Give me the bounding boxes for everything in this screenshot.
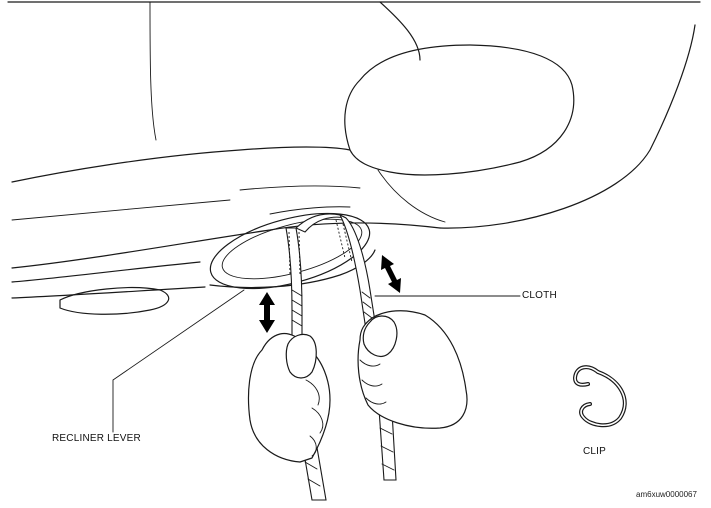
cloth-label: CLOTH	[522, 290, 557, 301]
figure-reference: am6xuw0000067	[636, 490, 697, 499]
seat-body	[7, 1, 701, 315]
clip-icon	[572, 365, 627, 428]
recliner-lever-label: RECLINER LEVER	[52, 433, 141, 444]
leader-lines	[112, 289, 521, 433]
arrow-left-vertical	[259, 292, 275, 333]
arrow-right-diagonal	[381, 255, 401, 293]
left-hand	[247, 332, 331, 463]
right-hand	[357, 310, 468, 429]
clip-label: CLIP	[583, 446, 607, 457]
